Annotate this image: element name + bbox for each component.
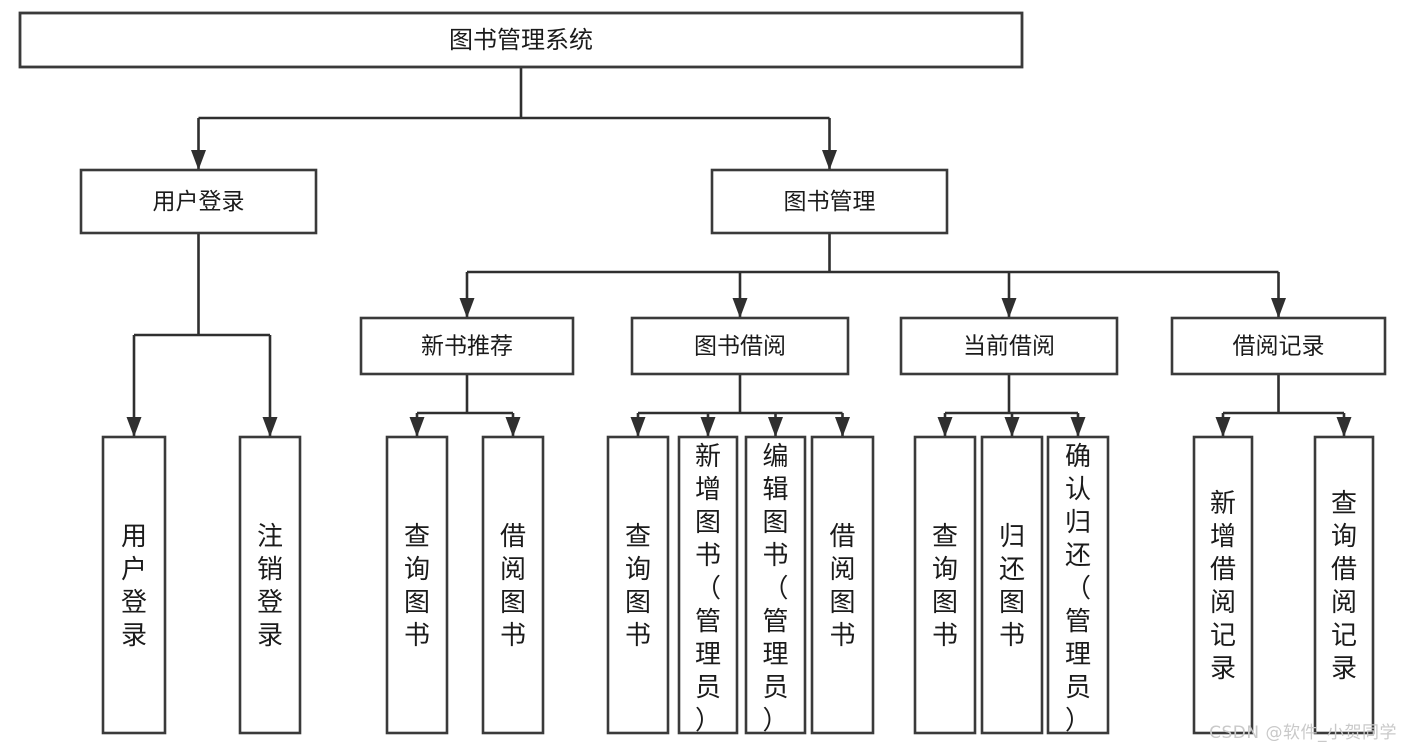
- user-login-arrow-1: [262, 417, 278, 437]
- borrow-record-arrow-0: [1215, 417, 1231, 437]
- user-login-arrow-0: [126, 417, 142, 437]
- leaf-leaf-add-record-rect[interactable]: [1192, 435, 1254, 735]
- leaf-leaf-borrow-book-rect[interactable]: [810, 435, 875, 735]
- leaf-leaf-query-book-borrow-rect[interactable]: [606, 435, 670, 735]
- node-label: 当前借阅: [963, 334, 1055, 360]
- leaf-leaf-return-book[interactable]: 归还图书: [980, 435, 1044, 735]
- leaf-label: 新增借阅记录: [1210, 489, 1236, 684]
- book-manage-arrow-3: [1271, 298, 1286, 318]
- leaf-leaf-logout[interactable]: 注销登录: [238, 435, 302, 735]
- node-label: 图书借阅: [694, 334, 786, 360]
- node-book-borrow[interactable]: 图书借阅: [630, 316, 850, 376]
- node-user-login-rect[interactable]: [79, 168, 318, 235]
- leaf-label: 用户登录: [121, 522, 147, 651]
- leaf-leaf-return-book-rect[interactable]: [980, 435, 1044, 735]
- leaf-label: 确认归还（管理员）: [1065, 442, 1091, 736]
- node-label: 图书管理: [784, 189, 876, 215]
- leaf-leaf-logout-rect[interactable]: [238, 435, 302, 735]
- new-book-rec-arrow-0: [409, 417, 425, 437]
- node-label: 用户登录: [153, 189, 245, 215]
- node-root-图书管理系统-rect[interactable]: [18, 11, 1024, 69]
- leaf-leaf-add-book-rect[interactable]: [677, 435, 739, 735]
- leaf-label: 新增图书（管理员）: [695, 442, 721, 736]
- node-borrow-record[interactable]: 借阅记录: [1170, 316, 1387, 376]
- book-manage-arrow-2: [1001, 298, 1017, 318]
- leaf-label: 查询借阅记录: [1331, 489, 1357, 684]
- current-borrow-arrow-2: [1070, 417, 1086, 437]
- node-current-borrow[interactable]: 当前借阅: [899, 316, 1119, 376]
- node-borrow-record-rect[interactable]: [1170, 316, 1387, 376]
- book-borrow-arrow-2: [768, 417, 783, 437]
- leaf-label: 查询图书: [404, 522, 430, 651]
- root-arrow-0: [191, 150, 206, 170]
- root-arrow-1: [822, 150, 837, 170]
- leaf-leaf-borrow-book-rec-rect[interactable]: [481, 435, 545, 735]
- leaf-leaf-query-record[interactable]: 查询借阅记录: [1313, 435, 1375, 735]
- leaf-label: 查询图书: [932, 522, 958, 651]
- node-new-book-rec[interactable]: 新书推荐: [359, 316, 575, 376]
- leaf-leaf-confirm-return-rect[interactable]: [1046, 435, 1110, 735]
- leaf-leaf-query-record-rect[interactable]: [1313, 435, 1375, 735]
- node-current-borrow-rect[interactable]: [899, 316, 1119, 376]
- node-book-borrow-rect[interactable]: [630, 316, 850, 376]
- leaf-leaf-query-book-rec-rect[interactable]: [385, 435, 449, 735]
- leaf-leaf-query-book-current[interactable]: 查询图书: [913, 435, 977, 735]
- leaf-label: 编辑图书（管理员）: [762, 442, 788, 736]
- book-manage-arrow-0: [459, 298, 475, 318]
- leaf-leaf-query-book-current-rect[interactable]: [913, 435, 977, 735]
- leaf-label: 注销登录: [257, 522, 283, 651]
- borrow-record-arrow-1: [1336, 417, 1352, 437]
- leaf-leaf-query-book-rec[interactable]: 查询图书: [385, 435, 449, 735]
- leaf-leaf-user-login-rect[interactable]: [101, 435, 167, 735]
- node-book-manage-rect[interactable]: [710, 168, 949, 235]
- csdn-watermark: CSDN @软件_小贺同学: [1209, 723, 1397, 743]
- leaf-label: 归还图书: [999, 522, 1025, 651]
- book-borrow-arrow-3: [835, 417, 850, 437]
- node-label: 图书管理系统: [449, 26, 593, 54]
- node-label: 借阅记录: [1233, 334, 1325, 360]
- leaf-label: 借阅图书: [829, 522, 855, 651]
- leaf-label: 借阅图书: [500, 522, 526, 651]
- leaf-leaf-borrow-book[interactable]: 借阅图书: [810, 435, 875, 735]
- leaf-leaf-add-record[interactable]: 新增借阅记录: [1192, 435, 1254, 735]
- node-book-manage[interactable]: 图书管理: [710, 168, 949, 235]
- node-label: 新书推荐: [421, 334, 513, 360]
- node-root-图书管理系统[interactable]: 图书管理系统: [18, 11, 1024, 69]
- nodes-layer: 图书管理系统用户登录图书管理新书推荐图书借阅当前借阅借阅记录用户登录注销登录查询…: [18, 11, 1387, 736]
- leaf-leaf-edit-book-rect[interactable]: [744, 435, 807, 735]
- book-borrow-arrow-1: [700, 417, 716, 437]
- leaf-leaf-confirm-return[interactable]: 确认归还（管理员）: [1046, 435, 1110, 736]
- leaf-leaf-user-login[interactable]: 用户登录: [101, 435, 167, 735]
- new-book-rec-arrow-1: [505, 417, 521, 437]
- leaf-leaf-edit-book[interactable]: 编辑图书（管理员）: [744, 435, 807, 736]
- current-borrow-arrow-0: [937, 417, 953, 437]
- connectors-layer: [126, 67, 1352, 437]
- node-new-book-rec-rect[interactable]: [359, 316, 575, 376]
- leaf-leaf-borrow-book-rec[interactable]: 借阅图书: [481, 435, 545, 735]
- current-borrow-arrow-1: [1004, 417, 1020, 437]
- leaf-label: 查询图书: [625, 522, 651, 651]
- leaf-leaf-add-book[interactable]: 新增图书（管理员）: [677, 435, 739, 736]
- leaf-leaf-query-book-borrow[interactable]: 查询图书: [606, 435, 670, 735]
- node-user-login[interactable]: 用户登录: [79, 168, 318, 235]
- book-borrow-arrow-0: [630, 417, 646, 437]
- book-manage-arrow-1: [732, 298, 748, 318]
